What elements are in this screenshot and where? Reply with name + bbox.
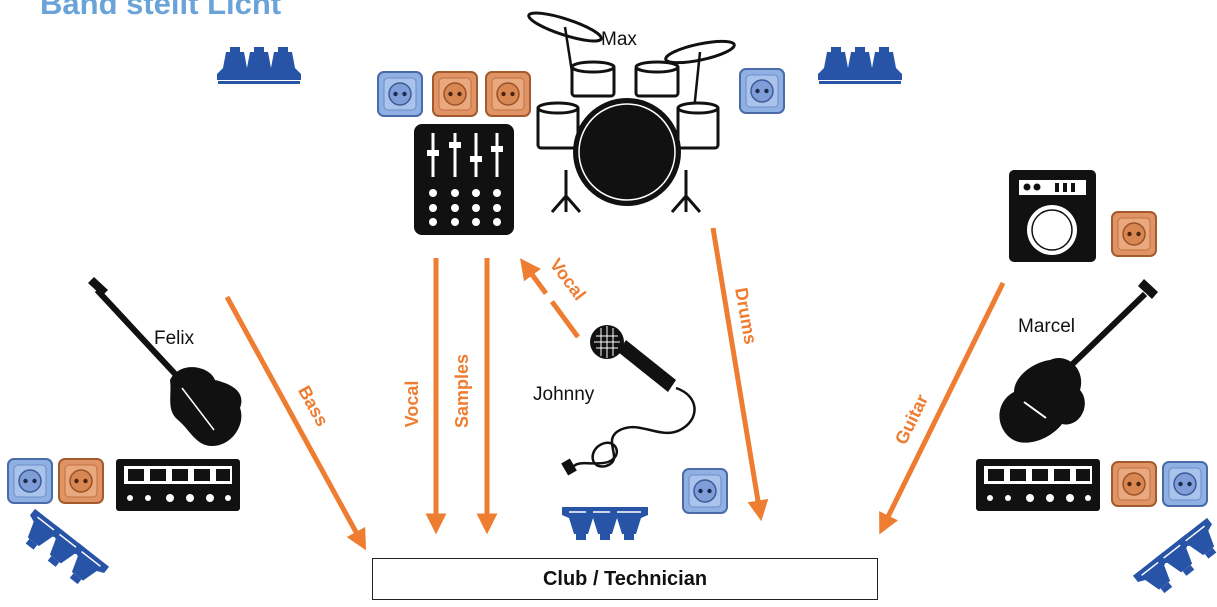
power-socket-icon — [58, 458, 104, 504]
vocal-out-arrow: Vocal — [402, 258, 447, 535]
drummer-name: Max — [601, 29, 637, 50]
power-socket-icon — [1162, 461, 1208, 507]
microphone-icon — [561, 325, 696, 476]
bass-guitar-icon — [88, 277, 242, 446]
pedalboard-icon — [976, 459, 1100, 511]
drum-kit-icon — [527, 11, 736, 213]
stage-light-icon — [1132, 517, 1217, 603]
club-technician-label: Club / Technician — [542, 567, 708, 590]
stage-light-icon — [561, 506, 649, 541]
power-socket-icon — [1111, 211, 1157, 257]
bassist-name: Felix — [154, 328, 195, 349]
singer-name: Johnny — [533, 384, 595, 405]
power-socket-icon — [7, 458, 53, 504]
pedalboard-icon — [116, 459, 240, 511]
bass-label: Bass — [294, 382, 332, 429]
drums-label: Drums — [731, 286, 761, 346]
power-socket-icon — [682, 468, 728, 514]
mixer-icon — [414, 124, 514, 235]
stage-light-icon — [13, 508, 110, 594]
guitar-amp-icon — [1009, 170, 1096, 262]
stage-light-icon — [217, 47, 301, 84]
power-socket-icon — [485, 71, 531, 117]
power-socket-icon — [432, 71, 478, 117]
vocal-out-label: Vocal — [402, 381, 422, 428]
vocal-in-label: Vocal — [546, 255, 590, 304]
power-socket-icon — [1111, 461, 1157, 507]
guitarist-name: Marcel — [1018, 316, 1076, 337]
stage-light-icon — [818, 47, 902, 84]
power-socket-icon — [377, 71, 423, 117]
electric-guitar-icon — [999, 279, 1158, 443]
bass-arrow: Bass — [224, 295, 367, 551]
samples-arrow: Samples — [452, 258, 498, 535]
page-title: Band stellt Licht — [40, 0, 282, 21]
vocal-in-arrow: Vocal — [520, 255, 590, 339]
power-socket-icon — [739, 68, 785, 114]
club-technician-box: Club / Technician — [372, 558, 878, 600]
samples-label: Samples — [452, 354, 472, 428]
